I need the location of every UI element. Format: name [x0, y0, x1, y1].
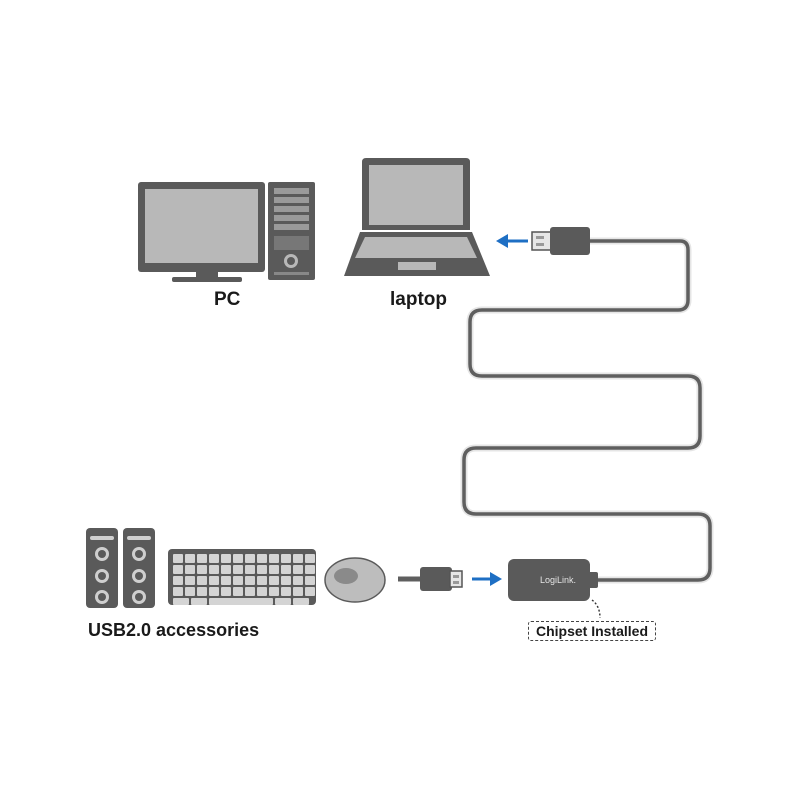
logilink-adapter: LogiLink. — [508, 559, 598, 601]
keyboard — [168, 549, 316, 605]
keyboard-key — [197, 554, 207, 563]
keyboard-key — [233, 587, 243, 596]
keyboard-key — [305, 576, 315, 585]
keyboard-key — [269, 587, 279, 596]
keyboard-key — [209, 554, 219, 563]
usb-cable — [460, 237, 714, 584]
laptop — [344, 158, 490, 276]
adapter-brand-text: LogiLink. — [540, 575, 576, 585]
keyboard-key — [173, 587, 183, 596]
keyboard-key — [221, 565, 231, 574]
keyboard-key — [293, 565, 303, 574]
keyboard-key — [257, 576, 267, 585]
keyboard-key — [269, 554, 279, 563]
speakers — [86, 528, 155, 608]
laptop-label: laptop — [390, 289, 447, 310]
keyboard-key — [173, 565, 183, 574]
arrow-to-laptop — [496, 234, 528, 248]
keyboard-key — [185, 576, 195, 585]
keyboard-key — [233, 565, 243, 574]
keyboard-key — [221, 587, 231, 596]
keyboard-key — [173, 576, 183, 585]
speaker-left — [86, 528, 118, 608]
keyboard-key — [269, 565, 279, 574]
speaker-right — [123, 528, 155, 608]
keyboard-key — [209, 587, 219, 596]
keyboard-key — [293, 587, 303, 596]
keyboard-key — [293, 554, 303, 563]
mouse — [324, 557, 386, 603]
keyboard-key — [305, 587, 315, 596]
keyboard-key — [209, 598, 273, 605]
keyboard-key — [281, 565, 291, 574]
keyboard-key — [221, 554, 231, 563]
keyboard-key — [209, 576, 219, 585]
keyboard-key — [173, 554, 183, 563]
keyboard-key — [275, 598, 291, 605]
keyboard-key — [245, 554, 255, 563]
pc-tower — [268, 182, 315, 280]
keyboard-key — [257, 554, 267, 563]
keyboard-key — [197, 565, 207, 574]
keyboard-key — [197, 576, 207, 585]
keyboard-key — [281, 576, 291, 585]
keyboard-key — [293, 598, 309, 605]
keyboard-key — [233, 554, 243, 563]
chipset-installed-label: Chipset Installed — [535, 623, 649, 639]
keyboard-key — [281, 587, 291, 596]
pc-label: PC — [214, 289, 241, 310]
keyboard-key — [305, 554, 315, 563]
keyboard-key — [293, 576, 303, 585]
keyboard-key — [233, 576, 243, 585]
keyboard-key — [257, 587, 267, 596]
keyboard-key — [185, 565, 195, 574]
keyboard-key — [185, 554, 195, 563]
chipset-installed-box: Chipset Installed — [528, 621, 656, 641]
keyboard-key — [245, 565, 255, 574]
pc-monitor — [138, 182, 265, 282]
keyboard-key — [305, 565, 315, 574]
usb-plug-bottom — [398, 567, 463, 591]
keyboard-key — [185, 587, 195, 596]
usb-plug-top — [531, 227, 590, 255]
keyboard-key — [173, 598, 189, 605]
keyboard-key — [209, 565, 219, 574]
keyboard-key — [221, 576, 231, 585]
usb-accessories-label: USB2.0 accessories — [88, 620, 260, 640]
keyboard-key — [281, 554, 291, 563]
keyboard-key — [197, 587, 207, 596]
keyboard-key — [245, 576, 255, 585]
arrow-to-adapter — [472, 572, 502, 586]
chipset-callout — [591, 599, 601, 619]
keyboard-key — [245, 587, 255, 596]
keyboard-key — [191, 598, 207, 605]
keyboard-key — [269, 576, 279, 585]
keyboard-key — [257, 565, 267, 574]
